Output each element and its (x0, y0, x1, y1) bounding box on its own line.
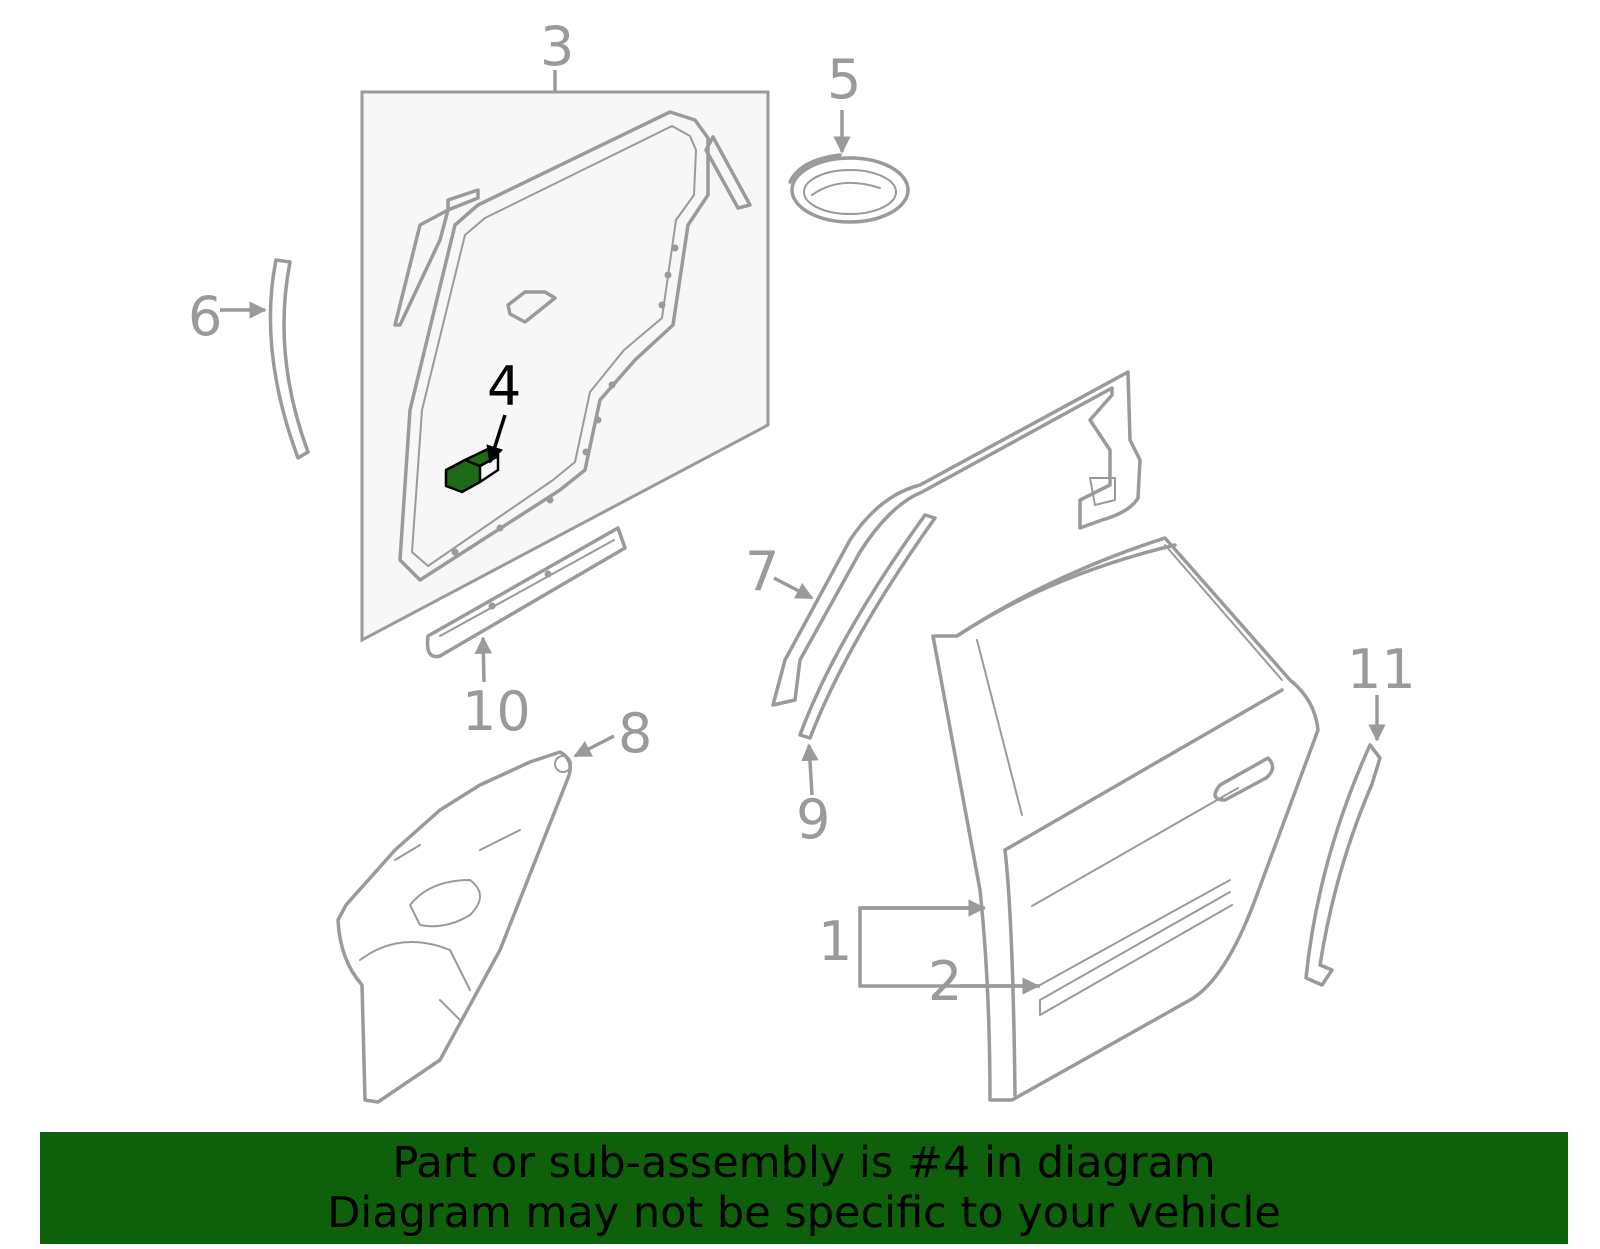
callout-labels: 3 5 6 4 7 10 8 9 11 1 2 (188, 15, 1416, 1013)
part-10-sill-strip (425, 526, 627, 659)
callout-2: 2 (928, 950, 962, 1013)
info-banner: Part or sub-assembly is #4 in diagram Di… (40, 1132, 1568, 1244)
part-6-channel (268, 258, 310, 460)
callout-7: 7 (745, 540, 779, 603)
part-11-channel (1304, 743, 1382, 987)
callout-9: 9 (796, 788, 830, 851)
part-9-run-channel (798, 513, 937, 740)
callout-11: 11 (1347, 638, 1416, 701)
part-3-door-weatherstrip (360, 90, 770, 643)
part-2-door-molding (1039, 879, 1231, 986)
callout-8: 8 (618, 702, 652, 765)
callout-1: 1 (818, 910, 852, 973)
leader-lines (220, 70, 1386, 995)
weatherstrip-rivets (451, 244, 679, 556)
banner-line-2: Diagram may not be specific to your vehi… (327, 1188, 1281, 1238)
callout-5: 5 (827, 48, 861, 111)
part-1-rear-door (931, 536, 1320, 1102)
banner-line-1: Part or sub-assembly is #4 in diagram (392, 1138, 1216, 1188)
part-8-window-regulator (336, 750, 572, 1104)
part-7-frame-molding (771, 370, 1142, 707)
callout-6: 6 (188, 285, 222, 348)
callout-10: 10 (462, 680, 531, 743)
part-5-coiled-seal (788, 153, 910, 224)
callout-3: 3 (540, 15, 574, 78)
callout-4-highlighted: 4 (487, 355, 521, 418)
